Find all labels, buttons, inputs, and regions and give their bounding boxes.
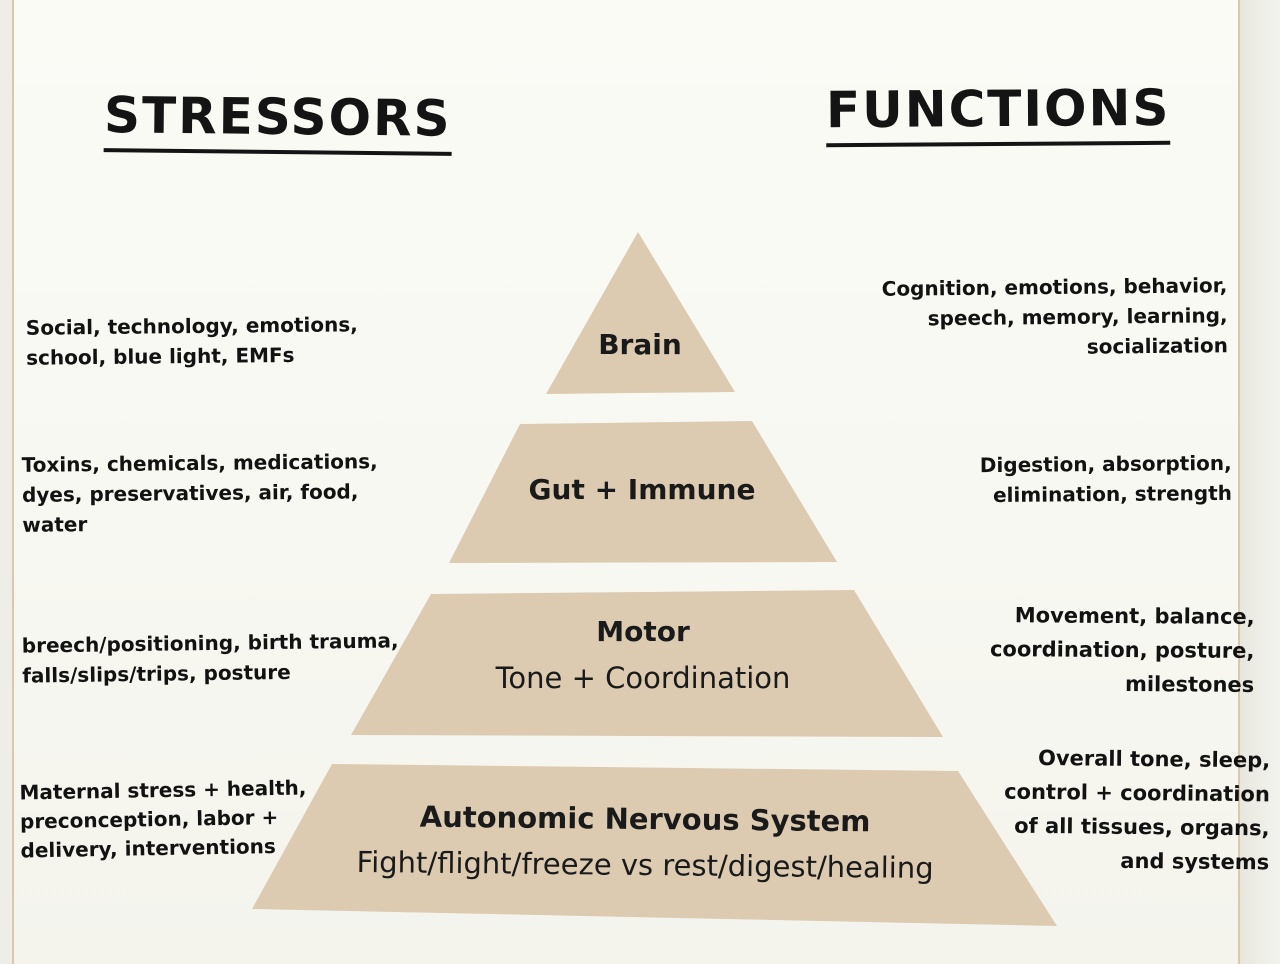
function-autonomic-line: Overall tone, sleep,: [1038, 745, 1271, 773]
stressor-autonomic-line: delivery, interventions: [20, 834, 277, 863]
stressor-brain: Social, technology, emotions, school, bl…: [26, 309, 359, 372]
function-brain-line: socialization: [1087, 333, 1229, 359]
stressor-gut-immune-line: Toxins, chemicals, medications,: [21, 449, 378, 477]
stressor-autonomic: Maternal stress + health, preconception,…: [19, 774, 307, 866]
function-motor-line: Movement, balance,: [1014, 603, 1255, 629]
tier-gut-immune: Gut + Immune: [449, 421, 837, 563]
tier-gut-immune-title: Gut + Immune: [529, 473, 756, 506]
poster-edge-shadow: [1240, 0, 1280, 964]
tier-motor-title: Motor: [596, 615, 690, 648]
stressor-gut-immune-line: water: [22, 512, 88, 537]
tier-gut-immune-shape: [449, 421, 837, 563]
stressor-gut-immune: Toxins, chemicals, medications, dyes, pr…: [22, 446, 379, 540]
tier-ans-subtitle: Fight/flight/freeze vs rest/digest/heali…: [356, 845, 933, 885]
tier-motor-shape: [351, 590, 943, 737]
function-gut-immune-line: Digestion, absorption,: [979, 450, 1232, 478]
tier-ans-title: Autonomic Nervous System: [420, 800, 871, 839]
tier-ans-shape: [252, 764, 1057, 926]
stressor-brain-line: school, blue light, EMFs: [26, 342, 295, 370]
tier-brain-title: Brain: [598, 328, 682, 361]
stressor-brain-line: Social, technology, emotions,: [25, 312, 358, 340]
function-autonomic-line: of all tissues, organs,: [1014, 813, 1270, 841]
function-gut-immune-line: elimination, strength: [993, 480, 1233, 507]
function-brain: Cognition, emotions, behavior, speech, m…: [882, 270, 1228, 364]
tier-autonomic-nervous-system: Autonomic Nervous System Fight/flight/fr…: [252, 764, 1057, 926]
function-motor-line: milestones: [1124, 672, 1254, 697]
function-autonomic-line: control + coordination: [1004, 779, 1271, 807]
tier-brain-shape: [546, 232, 735, 394]
stressor-motor: breech/positioning, birth trauma, falls/…: [22, 625, 400, 690]
function-autonomic: Overall tone, sleep, control + coordinat…: [1004, 741, 1271, 880]
stressor-motor-line: breech/positioning, birth trauma,: [21, 628, 399, 658]
tier-motor-subtitle: Tone + Coordination: [495, 661, 791, 695]
function-motor: Movement, balance, coordination, posture…: [989, 598, 1254, 702]
tier-motor: Motor Tone + Coordination: [351, 590, 943, 737]
function-gut-immune: Digestion, absorption, elimination, stre…: [980, 448, 1232, 510]
function-brain-line: speech, memory, learning,: [927, 303, 1229, 331]
function-autonomic-line: and systems: [1120, 848, 1270, 875]
stressor-motor-line: falls/slips/trips, posture: [22, 659, 291, 688]
tier-brain: Brain: [546, 232, 735, 394]
function-motor-line: coordination, posture,: [989, 637, 1255, 663]
stressor-gut-immune-line: dyes, preservatives, air, food,: [21, 479, 359, 507]
function-brain-line: Cognition, emotions, behavior,: [882, 273, 1228, 301]
